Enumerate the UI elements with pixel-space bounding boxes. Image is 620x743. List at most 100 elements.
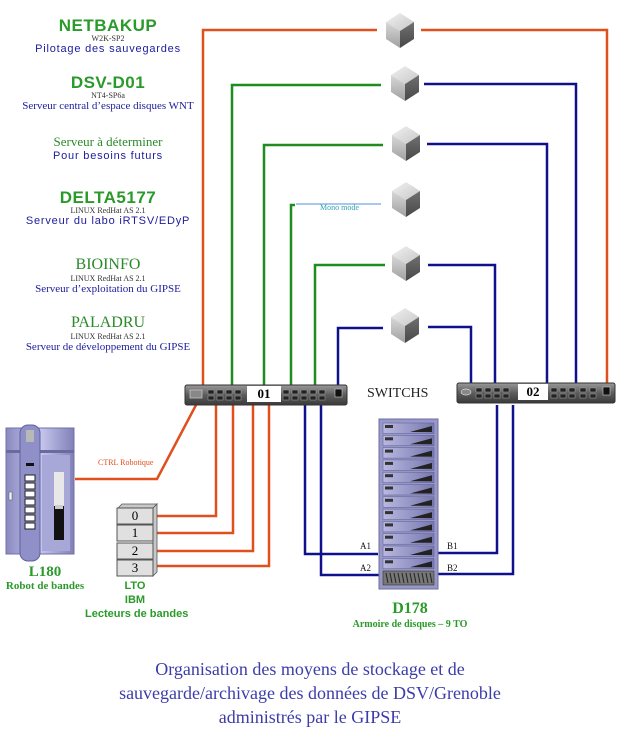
- tape-drive-type: LTO: [124, 580, 146, 592]
- disk-blade-vent: [410, 549, 432, 555]
- server-description: Pour besoins futurs: [53, 150, 163, 162]
- disk-blade-handle: [385, 511, 393, 515]
- disk-blade-vent: [410, 561, 432, 568]
- server-icon-future[interactable]: [392, 126, 420, 161]
- disk-blade-vent: [410, 426, 432, 432]
- cable-future-sw2: [427, 142, 549, 388]
- fan-grill-line: [401, 572, 405, 584]
- server-icon-delta5177[interactable]: [392, 182, 420, 217]
- tape-drive-3[interactable]: [116, 559, 154, 577]
- fan-grill-line: [389, 572, 393, 584]
- cable-bioinfo-sw2: [428, 263, 497, 388]
- ctrl-robotique-label: CTRL Robotique: [98, 458, 154, 467]
- port-a2-label: A2: [360, 563, 371, 573]
- cable-paladru-sw2: [428, 325, 473, 388]
- cable-sw2-b2: [434, 405, 515, 576]
- fan-grill-line: [405, 572, 409, 584]
- disk-blade-vent: [410, 438, 432, 445]
- robot-description: Robot de bandes: [5, 580, 85, 592]
- server-label-dsv-d01: DSV-D01 NT4-SP6a Serveur central d’espac…: [0, 73, 216, 112]
- disk-blade: [382, 496, 435, 508]
- caption-line-3: administrés par le GIPSE: [218, 707, 402, 727]
- cable-drive-1: [154, 405, 235, 535]
- switch-01[interactable]: [184, 384, 348, 406]
- switch-02[interactable]: [456, 382, 616, 404]
- fan-grill-line: [429, 572, 433, 584]
- cable-paladru-sw1: [336, 326, 383, 388]
- disk-blade-handle: [385, 523, 393, 527]
- fan-grill-line: [397, 572, 401, 584]
- server-label-bioinfo: BIOINFO LINUX RedHat AS 2.1 Serveur d’ex…: [0, 256, 216, 295]
- cable-future-sw1: [262, 143, 383, 388]
- disk-blade: [382, 508, 435, 520]
- cable-dsvd01-sw1: [230, 83, 381, 388]
- diagram-caption: Organisation des moyens de stockage et d…: [0, 657, 620, 729]
- tape-drive-1-label: 1: [131, 525, 139, 540]
- tape-drive-2[interactable]: [116, 542, 154, 560]
- server-icon-bioinfo[interactable]: [392, 246, 420, 281]
- disk-blade-vent: [410, 450, 432, 457]
- disk-blade-vent: [410, 462, 432, 469]
- disk-blade-vent: [410, 499, 432, 506]
- server-label-paladru: PALADRU LINUX RedHat AS 2.1 Serveur de d…: [0, 314, 216, 353]
- disk-blade-handle: [385, 425, 393, 428]
- tape-drive-0-label: 0: [131, 508, 139, 523]
- server-icon-paladru[interactable]: [391, 308, 419, 343]
- tape-drive-3-label: 3: [131, 560, 139, 575]
- disk-blade-vent: [410, 475, 432, 482]
- server-os: NT4-SP6a: [91, 91, 125, 100]
- cable-netbakup-sw1: [201, 28, 377, 388]
- server-os: LINUX RedHat AS 2.1: [70, 274, 146, 283]
- disk-blade: [382, 471, 435, 483]
- robot-name: L180: [28, 564, 62, 580]
- fan-grill-line: [421, 572, 425, 584]
- disk-blade: [382, 558, 435, 570]
- server-label-delta5177: DELTA5177 LINUX RedHat AS 2.1 Serveur du…: [0, 188, 216, 227]
- switch-02-label: 02: [526, 384, 540, 399]
- tape-robot-icon[interactable]: [5, 424, 75, 562]
- server-description: Serveur de développement du GIPSE: [25, 341, 191, 353]
- disk-blade-handle: [385, 498, 393, 502]
- cables-blue: [303, 82, 578, 577]
- port-b1-label: B1: [447, 541, 458, 551]
- server-icon-netbakup[interactable]: [386, 13, 414, 48]
- server-description: Serveur du labo iRTSV/EDyP: [25, 215, 191, 227]
- server-os: LINUX RedHat AS 2.1: [70, 332, 146, 341]
- disk-array-description: Armoire de disques – 9 TO: [352, 619, 468, 630]
- cable-sw1-a1: [303, 405, 378, 556]
- fan-grill-line: [393, 572, 397, 584]
- cable-sw2-b1: [437, 405, 499, 555]
- caption-line-1: Organisation des moyens de stockage et d…: [155, 659, 465, 679]
- cable-drive-0: [154, 405, 218, 518]
- disk-blade-vent: [410, 536, 432, 543]
- fan-grill-line: [385, 572, 389, 584]
- cable-netbakup-sw2: [421, 28, 609, 388]
- disk-blade-handle: [385, 560, 393, 564]
- server-name: NETBAKUP: [58, 16, 158, 35]
- disk-blade-handle: [385, 449, 393, 453]
- disk-array-icon[interactable]: [378, 418, 439, 590]
- cable-dsvd01-sw2: [424, 82, 578, 388]
- port-b2-label: B2: [447, 563, 458, 573]
- server-icon-dsv-d01[interactable]: [391, 66, 419, 101]
- server-description: Serveur d’exploitation du GIPSE: [35, 283, 181, 295]
- disk-blade: [382, 521, 435, 533]
- fan-grill-line: [425, 572, 429, 584]
- server-name: BIOINFO: [75, 256, 141, 273]
- cable-sw1-a2: [319, 405, 380, 577]
- cable-drive-3: [154, 405, 271, 568]
- server-label-netbakup: NETBAKUP W2K-SP2 Pilotage des sauvegarde…: [0, 16, 216, 55]
- server-name: DELTA5177: [59, 188, 157, 207]
- tape-drive-description: Lecteurs de bandes: [85, 608, 189, 620]
- tape-drive-1[interactable]: [116, 524, 154, 542]
- disk-blade-handle: [385, 486, 393, 490]
- fan-grill-line: [409, 572, 413, 584]
- disk-blade: [382, 484, 435, 496]
- caption-line-2: sauvegarde/archivage des données de DSV/…: [119, 683, 501, 703]
- server-description: Pilotage des sauvegardes: [35, 43, 181, 55]
- disk-blade-vent: [410, 487, 432, 494]
- fan-grill-line: [413, 572, 417, 584]
- tape-drive-0[interactable]: [116, 507, 154, 525]
